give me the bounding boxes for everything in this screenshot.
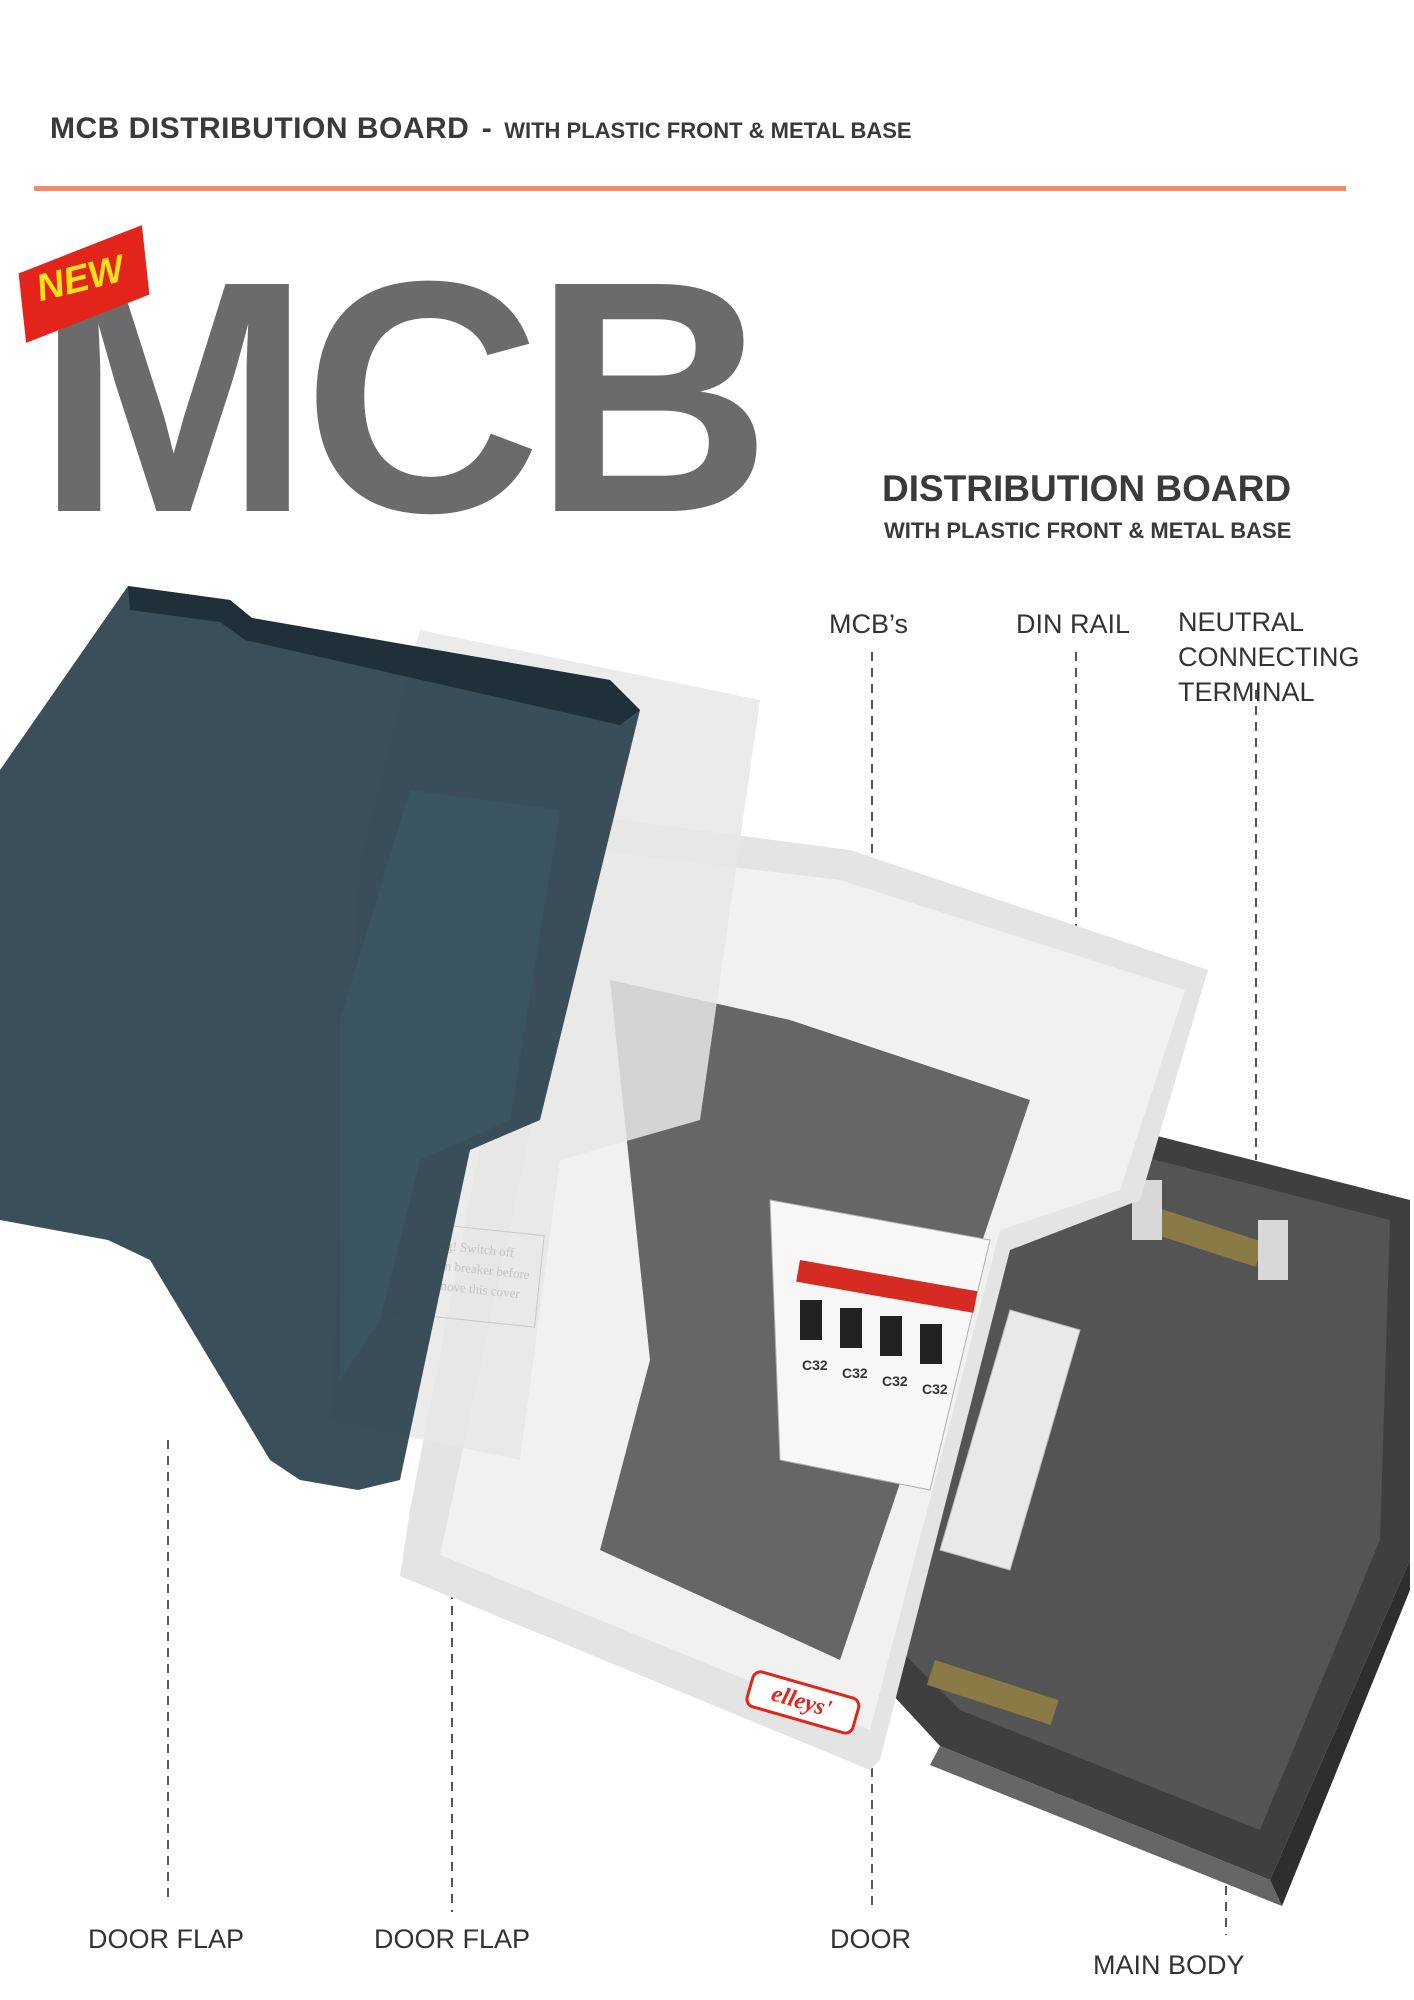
callout-door-flap-outer: DOOR FLAP <box>88 1924 245 1954</box>
accent-rule <box>34 186 1346 191</box>
top-heading-title: MCB DISTRIBUTION BOARD <box>50 112 470 145</box>
callout-neutral-terminal: NEUTRAL CONNECTING TERMINAL <box>1178 605 1360 710</box>
callout-door: DOOR <box>830 1924 911 1954</box>
breaker-rating-2: C32 <box>842 1365 868 1381</box>
top-heading-dash: - <box>481 112 492 145</box>
breaker-rating-4: C32 <box>922 1381 948 1397</box>
hero-title: DISTRIBUTION BOARD <box>882 468 1292 509</box>
hero-big-text: MCB <box>36 212 772 581</box>
callout-din-rail: DIN RAIL <box>1016 609 1131 639</box>
outer-flap-shape <box>0 586 640 1490</box>
product-illustration: C32 C32 C32 C32 elleys' Warning! Switch … <box>0 586 1410 1935</box>
new-badge: NEW <box>18 225 150 343</box>
hero-subtitle: WITH PLASTIC FRONT & METAL BASE <box>884 518 1292 543</box>
callout-neutral-line-2: CONNECTING <box>1178 642 1360 672</box>
top-heading-subtitle: WITH PLASTIC FRONT & METAL BASE <box>504 118 912 143</box>
top-heading: MCB DISTRIBUTION BOARD - WITH PLASTIC FR… <box>50 112 912 146</box>
callout-neutral-line-1: NEUTRAL <box>1178 607 1305 637</box>
breaker-rating-1: C32 <box>802 1357 828 1373</box>
callout-neutral-line-3: TERMINAL <box>1178 677 1315 707</box>
mcb-modules: C32 C32 C32 C32 <box>769 1199 991 1491</box>
breaker-rating-3: C32 <box>882 1373 908 1389</box>
callout-main-body: MAIN BODY <box>1093 1950 1245 1980</box>
callout-mcbs: MCB’s <box>829 609 909 639</box>
callout-door-flap-inner: DOOR FLAP <box>374 1924 531 1954</box>
